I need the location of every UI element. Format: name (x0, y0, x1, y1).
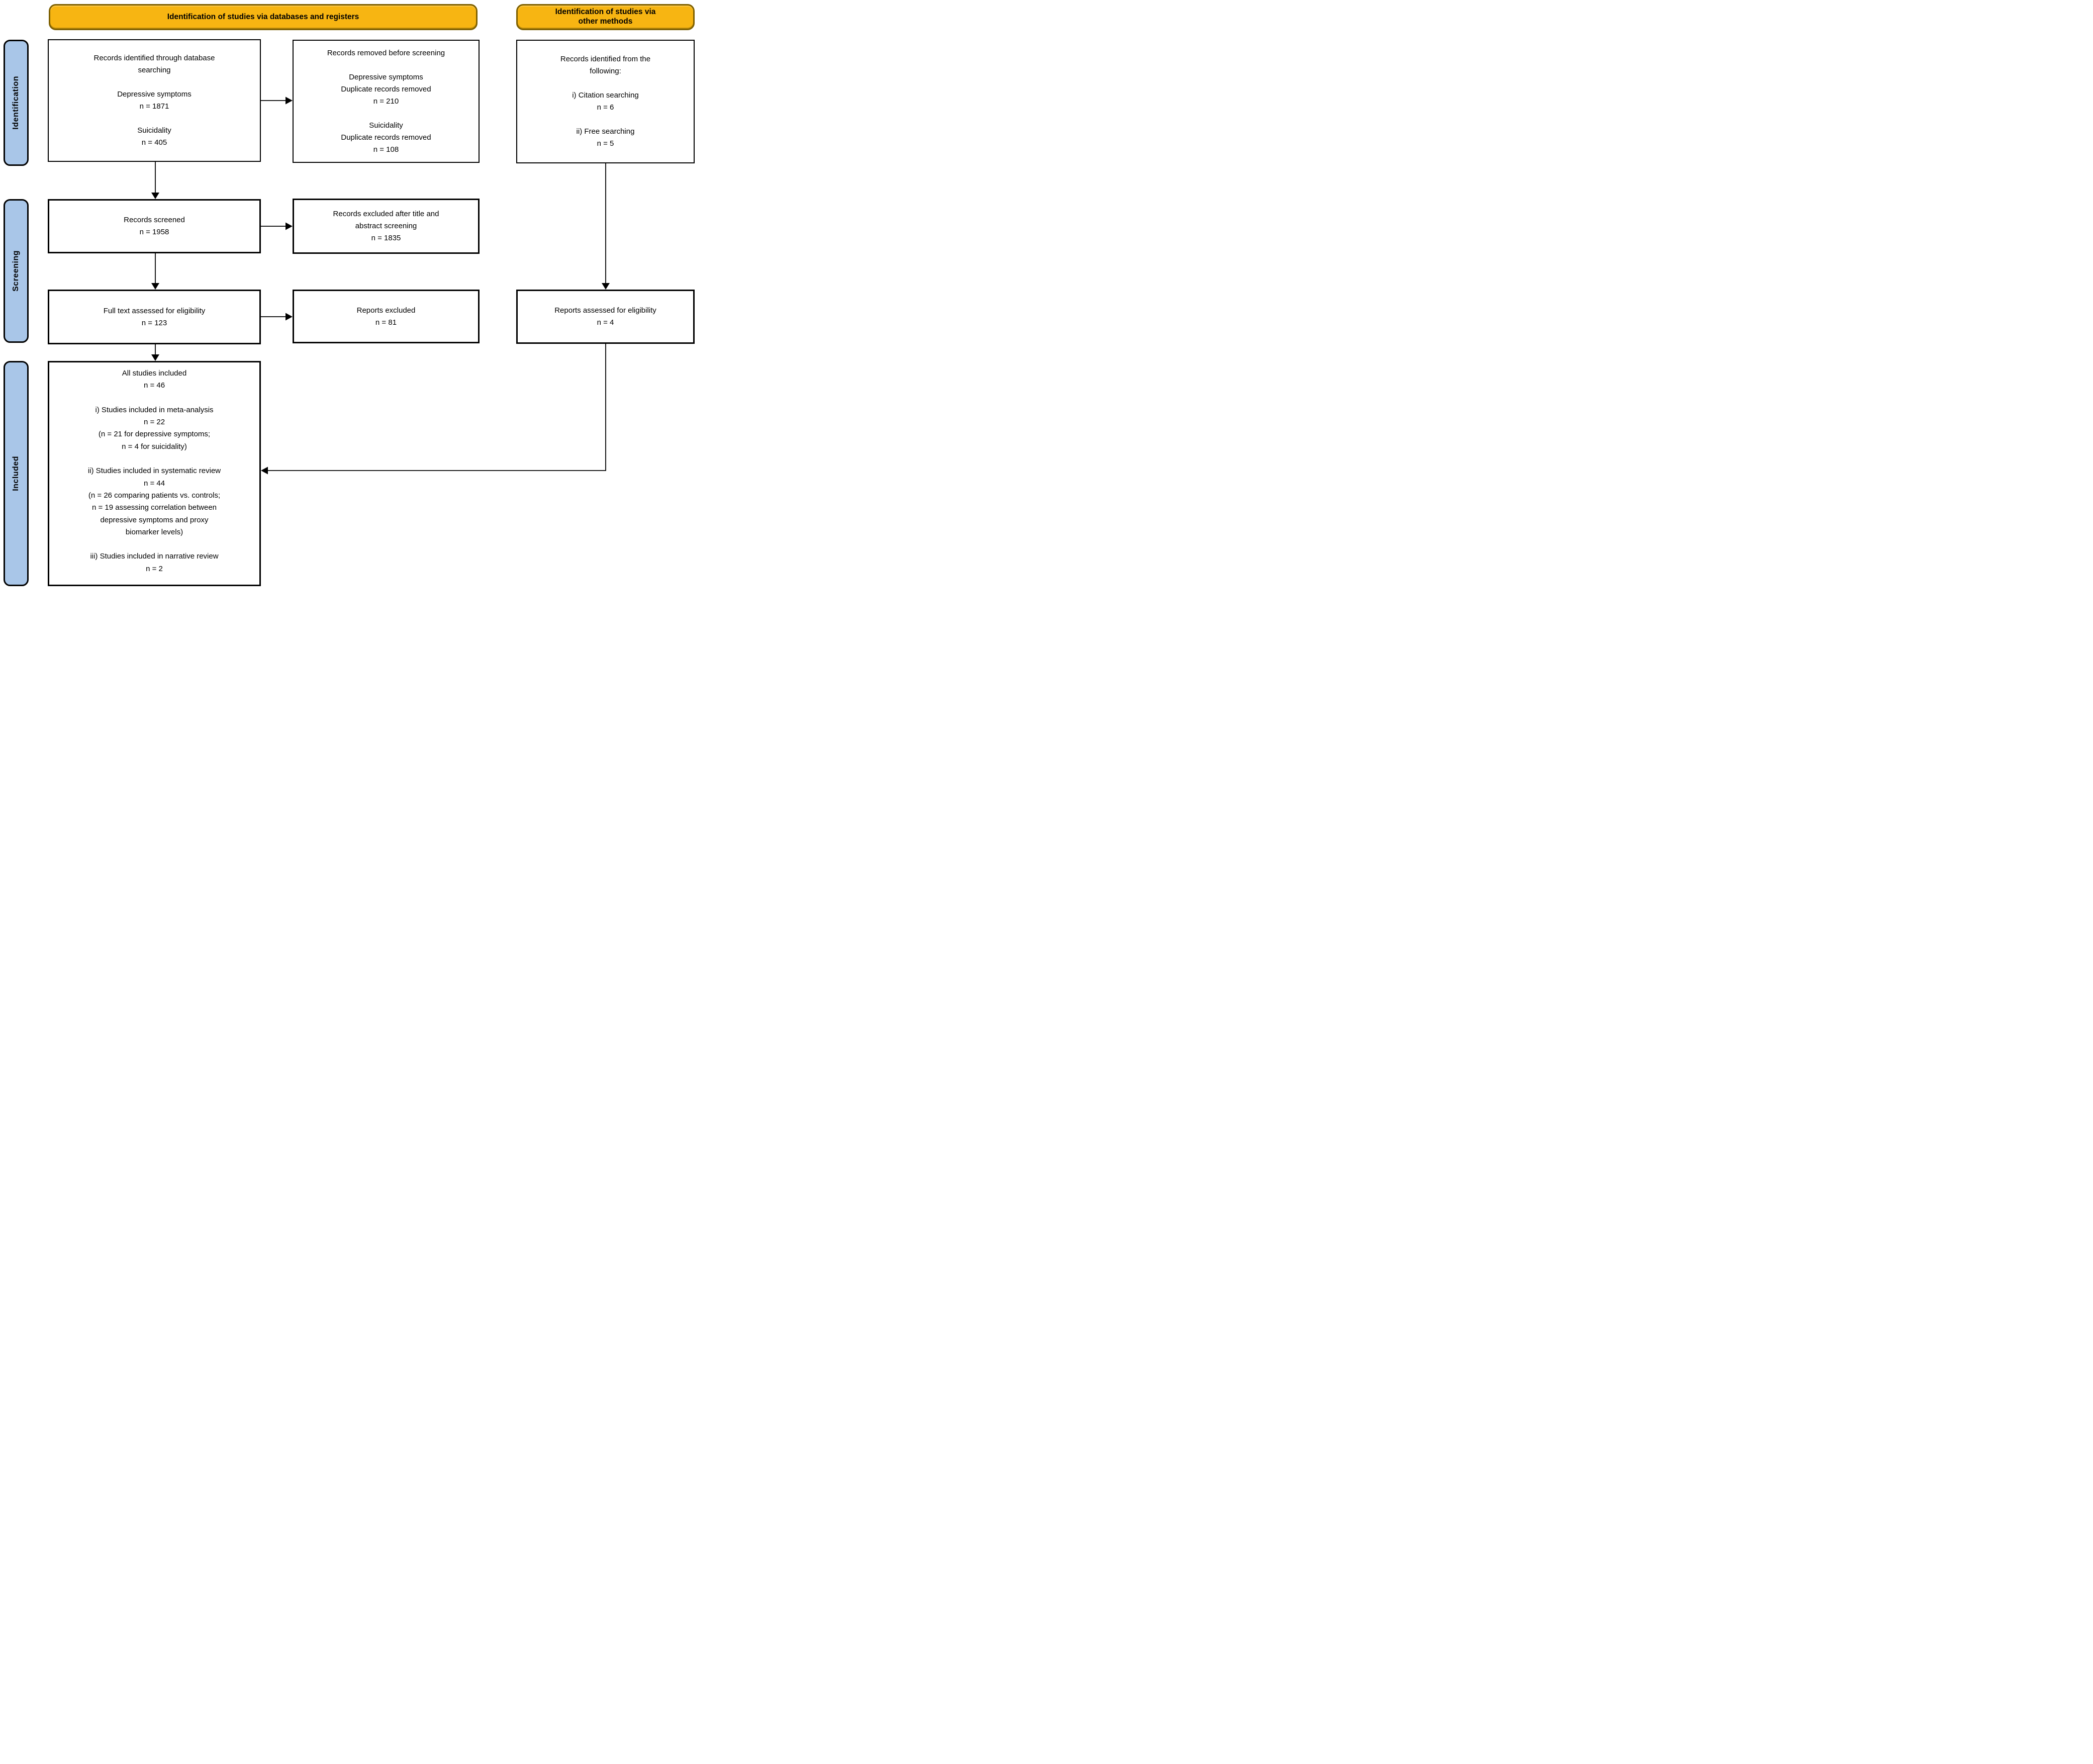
box-included-studies: All studies included n = 46 i) Studies i… (48, 361, 261, 586)
stage-screening: Screening (4, 199, 29, 343)
box-records-identified-other-methods: Records identified from the following: i… (516, 40, 695, 163)
box-records-identified: Records identified through database sear… (48, 39, 261, 162)
arrow-fulltext-to-included (151, 344, 159, 361)
stage-screening-label: Screening (12, 250, 20, 292)
arrow-reports-assessed-to-included (261, 344, 606, 475)
box-fulltext-assessed: Full text assessed for eligibility n = 1… (48, 290, 261, 344)
box-records-screened: Records screened n = 1958 (48, 199, 261, 253)
stage-identification: Identification (4, 40, 29, 166)
arrow-screened-to-excluded (261, 222, 293, 230)
box-records-excluded: Records excluded after title and abstrac… (293, 199, 480, 254)
arrow-fulltext-to-reports-excluded (261, 313, 293, 321)
stage-included: Included (4, 361, 29, 586)
box-reports-assessed: Reports assessed for eligibility n = 4 (516, 290, 695, 344)
header-other-methods: Identification of studies via other meth… (516, 4, 695, 30)
stage-included-label: Included (12, 456, 20, 491)
header-databases-registers: Identification of studies via databases … (49, 4, 478, 30)
box-records-removed-before-screening: Records removed before screening Depress… (293, 40, 480, 163)
arrow-identified-to-removed (261, 97, 293, 105)
box-reports-excluded: Reports excluded n = 81 (293, 290, 480, 343)
prisma-flow-diagram: Identification of studies via databases … (0, 0, 698, 588)
stage-identification-label: Identification (12, 76, 20, 130)
arrow-identified-to-screened (151, 162, 159, 199)
arrow-screened-to-fulltext (151, 253, 159, 290)
arrow-other-to-reports-assessed (602, 163, 610, 290)
